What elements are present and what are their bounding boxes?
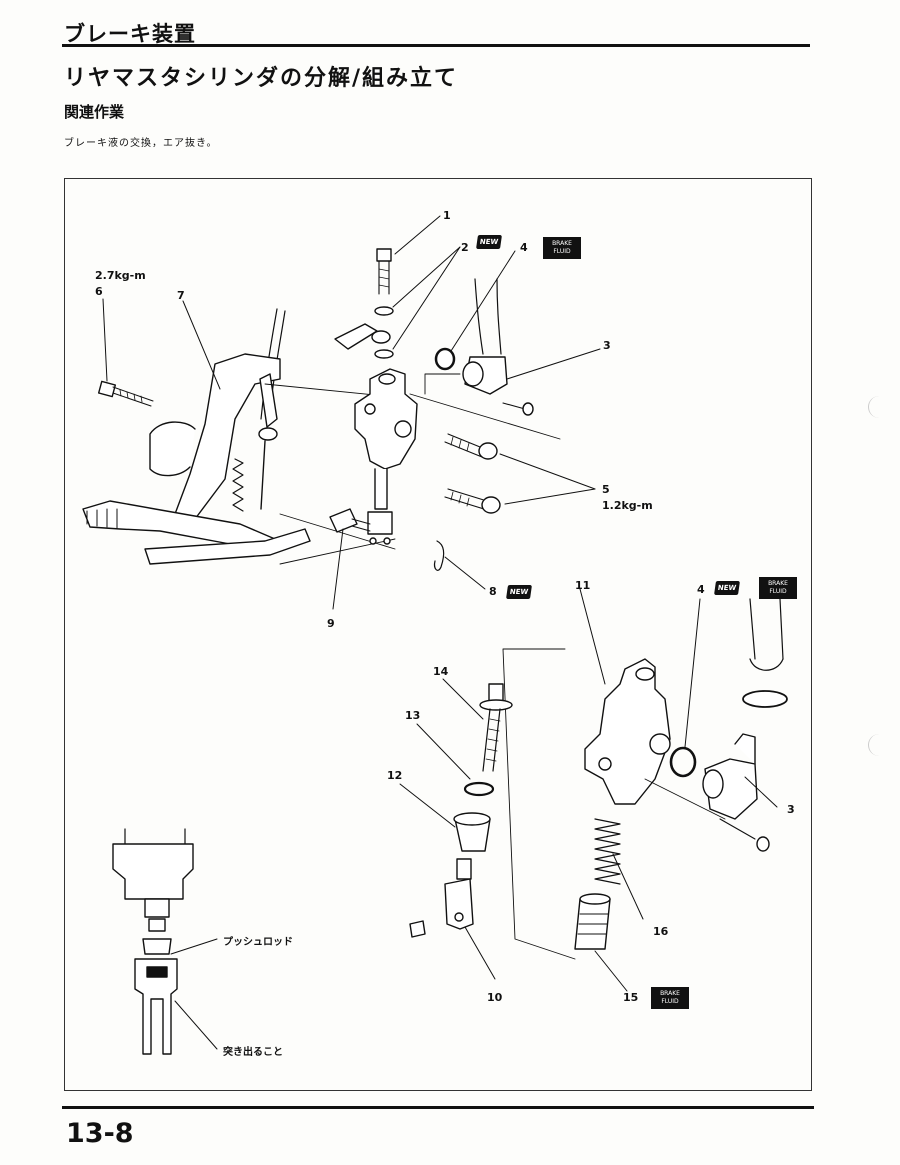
callout-7: 7 [177, 289, 185, 302]
callout-14: 14 [433, 665, 449, 678]
brake-fluid-label: BRAKE [552, 240, 572, 247]
brake-fluid-icon: BRAKE FLUID [543, 237, 581, 259]
brake-fluid-label: FLUID [661, 998, 679, 1005]
callout-11: 11 [575, 579, 591, 592]
related-work-text: ブレーキ液の交換，エア抜き。 [64, 138, 218, 149]
page-heading: リヤマスタシリンダの分解/組み立て [64, 66, 459, 91]
brake-fluid-label: FLUID [769, 588, 787, 595]
bottom-rule [62, 1106, 814, 1109]
callout-10: 10 [487, 991, 503, 1004]
new-part-icon: NEW [714, 581, 740, 595]
callout-5: 5 [602, 483, 610, 496]
brake-fluid-label: BRAKE [660, 990, 680, 997]
new-part-icon: NEW [476, 235, 502, 249]
related-work-heading: 関連作業 [64, 103, 125, 121]
callout-16: 16 [653, 925, 669, 938]
callout-12: 12 [387, 769, 403, 782]
protrude-label: 突き出ること [223, 1047, 283, 1058]
diagram-drawing [82, 215, 788, 1055]
callout-9: 9 [327, 617, 335, 630]
callout-6: 6 [95, 285, 103, 298]
callout-8: 8 [489, 585, 497, 598]
brake-fluid-label: FLUID [553, 248, 571, 255]
brake-fluid-icon: BRAKE FLUID [759, 577, 797, 599]
exploded-diagram: 1 2 4 3 5 1.2kg-m 2.7kg-m 6 7 8 9 11 4 3… [64, 178, 812, 1091]
page-number: 13-8 [66, 1118, 134, 1149]
callout-4-lower: 4 [697, 583, 705, 596]
callout-15: 15 [623, 991, 639, 1004]
right-margin-mark [868, 396, 899, 418]
callout-3-upper: 3 [603, 339, 611, 352]
torque-5: 1.2kg-m [602, 499, 653, 512]
callout-2: 2 [461, 241, 469, 254]
callout-3-lower: 3 [787, 803, 795, 816]
torque-6: 2.7kg-m [95, 269, 146, 282]
right-margin-mark [868, 734, 899, 756]
brake-fluid-icon: BRAKE FLUID [651, 987, 689, 1009]
push-rod-label: プッシュロッド [223, 937, 293, 948]
brake-fluid-label: BRAKE [768, 580, 788, 587]
new-part-icon: NEW [506, 585, 532, 599]
callout-13: 13 [405, 709, 421, 722]
top-rule [62, 44, 810, 47]
callout-4-upper: 4 [520, 241, 528, 254]
callout-1: 1 [443, 209, 451, 222]
section-title: ブレーキ装置 [64, 22, 196, 46]
